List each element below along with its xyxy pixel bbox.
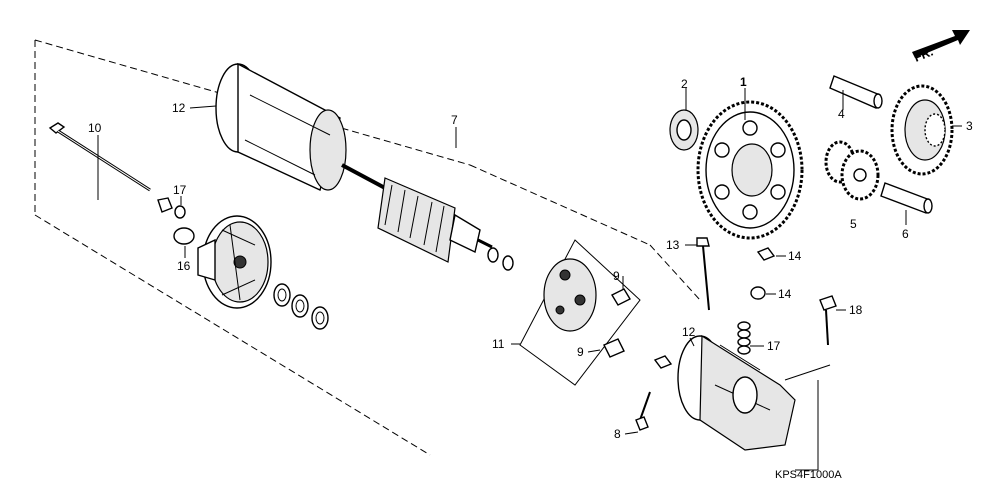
brush-holder-part <box>519 239 641 386</box>
callout-17b: 17 <box>767 339 781 353</box>
callout-18: 18 <box>849 303 863 317</box>
callout-10: 10 <box>88 121 102 135</box>
direction-label: FR. <box>912 45 935 65</box>
callout-8: 8 <box>614 427 621 441</box>
callout-14b: 14 <box>778 287 792 301</box>
callout-4: 4 <box>838 107 845 121</box>
callout-labels: 1 2 3 4 5 6 7 8 9 9 10 11 12 12 13 14 14… <box>88 75 973 441</box>
thrust-washer-part <box>669 109 699 151</box>
callout-6: 6 <box>902 227 909 241</box>
callout-12a: 12 <box>172 101 186 115</box>
callout-11: 11 <box>492 337 505 351</box>
callout-17a: 17 <box>173 183 187 197</box>
callout-12b: 12 <box>682 325 696 339</box>
callout-1: 1 <box>740 75 747 89</box>
gear-shaft-part <box>829 75 883 109</box>
callout-16: 16 <box>177 259 191 273</box>
callout-9a: 9 <box>613 269 620 283</box>
rear-cover-part <box>677 334 796 451</box>
long-screw-part <box>696 237 710 311</box>
callout-5: 5 <box>850 217 857 231</box>
callout-2: 2 <box>681 77 688 91</box>
assembly-frame <box>34 39 701 456</box>
front-end-cover-part <box>197 215 272 309</box>
nut-washer-set-part <box>737 247 776 355</box>
callout-13: 13 <box>666 238 680 252</box>
o-ring-part <box>157 197 195 245</box>
leader-lines <box>97 88 962 471</box>
callout-7: 7 <box>451 113 458 127</box>
motor-yoke-part <box>215 62 347 191</box>
starter-driven-gear-part <box>696 100 804 240</box>
callout-3: 3 <box>966 119 973 133</box>
diagram-code: KPS4F1000A <box>775 469 842 481</box>
reduction-gear-part <box>890 84 954 176</box>
front-direction-arrow-icon <box>912 30 970 58</box>
long-bolt-part <box>48 122 151 192</box>
armature-part <box>341 163 514 271</box>
idle-shaft-part <box>880 182 933 214</box>
washer-set-part <box>273 283 329 330</box>
callout-14a: 14 <box>788 249 802 263</box>
terminal-bolt-part <box>635 355 673 431</box>
callout-9b: 9 <box>577 345 584 359</box>
idle-gear-part <box>824 140 880 201</box>
mounting-bolt-part <box>819 295 837 346</box>
